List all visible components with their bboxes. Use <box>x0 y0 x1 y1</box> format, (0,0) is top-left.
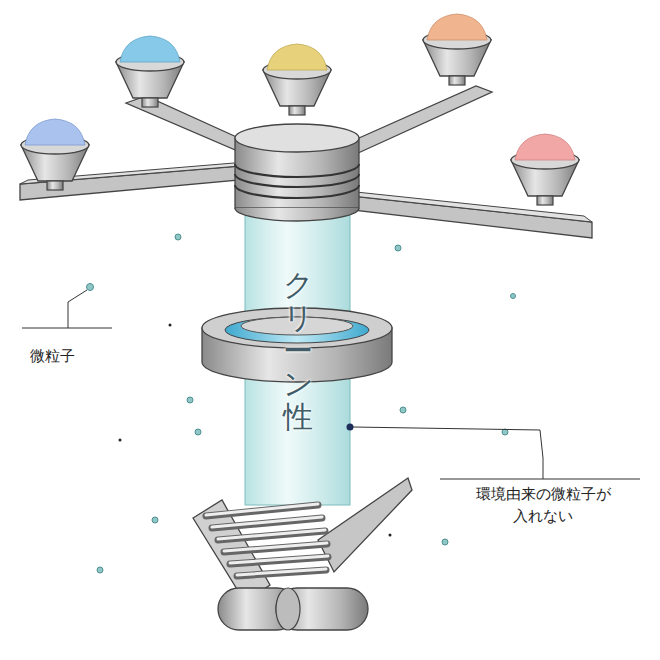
annotation-label: 環境由来の微粒子が 入れない <box>448 484 638 528</box>
annotation-label: 微粒子 <box>30 346 75 368</box>
vertical-label: クリーン性 <box>283 268 313 433</box>
clean-column: クリーン性 <box>245 200 350 500</box>
